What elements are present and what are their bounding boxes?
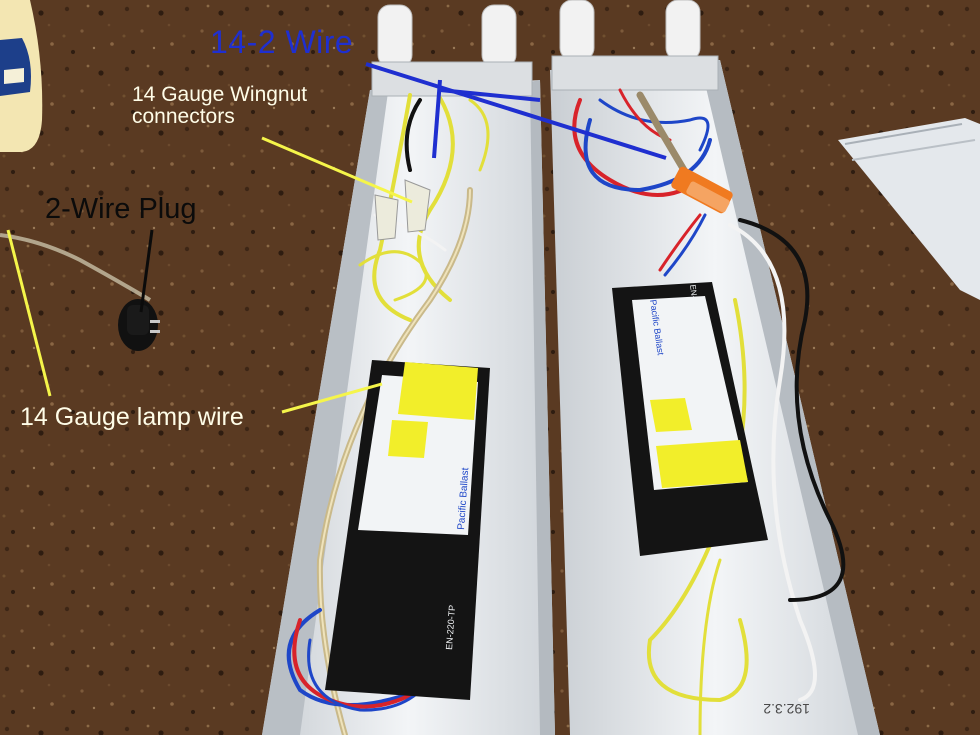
lamp-wire-pointer-fixture [281, 382, 383, 414]
lamp-holder-4 [665, 0, 701, 61]
label-wingnut-line2: connectors [132, 105, 235, 129]
annotation-lines [6, 62, 667, 414]
ballast-left: Pacific Ballast EN-220-TP [325, 360, 490, 700]
label-wingnut-connectors: 14 Gauge Wingnut connectors [132, 83, 308, 129]
orange-lever-connectors [671, 166, 733, 214]
wire-14-2-pointer-a [365, 62, 667, 160]
ballast-left-model: EN-220-TP [444, 605, 457, 651]
plug-pointer [139, 229, 154, 313]
left-fixture-wires [286, 93, 490, 735]
label-wingnut-line1: 14 Gauge Wingnut [132, 83, 308, 106]
lamp-holder-3 [559, 0, 595, 61]
label-14-2-wire: 14-2 Wire [210, 24, 354, 60]
lamp-holder-2 [481, 4, 517, 68]
ballast-right: Pacific Ballast EN-220-TP [612, 282, 768, 556]
lamp-holder-1 [377, 4, 413, 68]
label-14-gauge-lamp-wire: 14 Gauge lamp wire [20, 403, 244, 431]
wingnut-pointer [261, 136, 413, 204]
lamp-wire-pointer-cord [6, 229, 52, 397]
label-2-wire-plug: 2-Wire Plug [45, 193, 197, 225]
wire-14-2-pointer-b [432, 79, 442, 159]
two-wire-plug [118, 299, 160, 351]
lamp-cord-left [0, 233, 152, 302]
ballast-left-brand: Pacific Ballast [456, 467, 471, 530]
fixture-marking: 192.3.2 [763, 701, 810, 717]
wire-14-2-pointer-c [439, 88, 541, 102]
glue-bottle [0, 0, 43, 152]
spare-fixture-cover [838, 118, 980, 300]
wingnut-connectors [374, 179, 431, 241]
